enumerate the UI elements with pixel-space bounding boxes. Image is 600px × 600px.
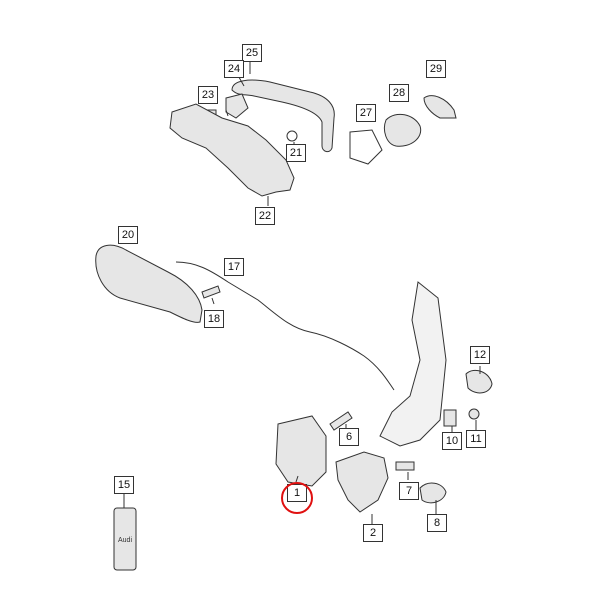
nut-11-part xyxy=(468,408,480,420)
callout-28: 28 xyxy=(389,84,409,102)
handle-carrier-part xyxy=(169,103,295,197)
screw-6-part xyxy=(329,411,353,431)
highlight-circle xyxy=(281,482,313,514)
grommet-12-part xyxy=(465,369,493,394)
callout-7: 7 xyxy=(399,482,419,500)
bolt-7-part xyxy=(395,461,415,471)
callout-15: 15 xyxy=(114,476,134,494)
leader-line-5 xyxy=(407,366,481,516)
callout-27: 27 xyxy=(356,104,376,122)
door-lock-part xyxy=(275,415,327,487)
exterior-handle-part xyxy=(231,79,335,153)
callout-23: 23 xyxy=(198,86,218,104)
o-ring-21-part xyxy=(286,130,298,142)
callout-2: 2 xyxy=(363,524,383,542)
cable-17-part xyxy=(175,261,395,391)
callout-24: 24 xyxy=(224,60,244,78)
bracket-2-part xyxy=(335,451,389,513)
callout-6: 6 xyxy=(339,428,359,446)
bolt-10-part xyxy=(443,409,457,427)
callout-29: 29 xyxy=(426,60,446,78)
callout-21: 21 xyxy=(286,144,306,162)
callout-22: 22 xyxy=(255,207,275,225)
callout-17: 17 xyxy=(224,258,244,276)
callout-11: 11 xyxy=(466,430,486,448)
handle-insert-part xyxy=(225,93,249,119)
screw-18-part xyxy=(201,285,221,299)
interior-handle-part xyxy=(95,244,203,323)
callout-10: 10 xyxy=(442,432,462,450)
door-frame-part xyxy=(379,281,447,447)
cover-29-part xyxy=(423,95,457,119)
callout-12: 12 xyxy=(470,346,490,364)
logo-audi: Audi xyxy=(118,537,132,544)
callout-18: 18 xyxy=(204,310,224,328)
callout-25: 25 xyxy=(242,44,262,62)
cap-28-part xyxy=(383,113,422,147)
callout-8: 8 xyxy=(427,514,447,532)
grease-tube-part xyxy=(113,507,137,571)
gasket-27-part xyxy=(349,129,383,165)
callout-20: 20 xyxy=(118,226,138,244)
striker-8-part xyxy=(419,482,447,504)
